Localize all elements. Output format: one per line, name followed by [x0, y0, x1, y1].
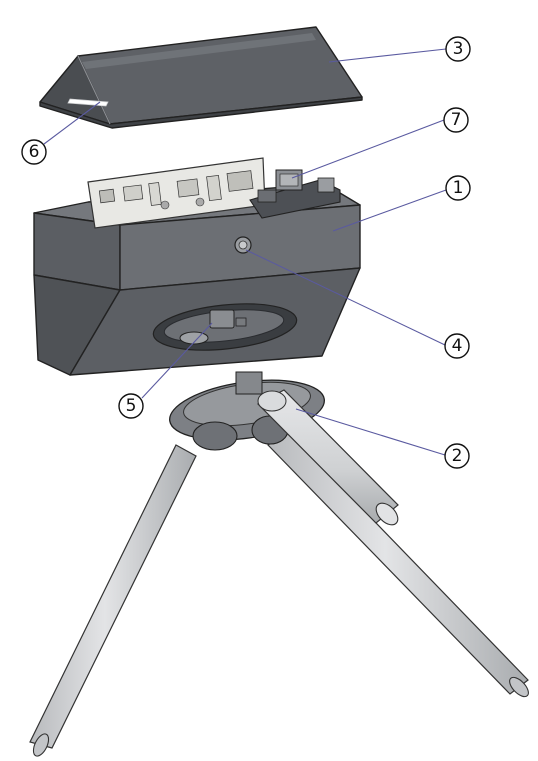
callout-3-label: 3 — [453, 39, 464, 59]
leader-4 — [245, 249, 446, 346]
leader-5 — [141, 322, 213, 399]
actuator-module — [249, 169, 341, 219]
top-cover — [39, 26, 363, 129]
leader-6 — [43, 101, 101, 145]
callout-4-label: 4 — [452, 336, 463, 356]
leader-7 — [291, 119, 445, 179]
leader-1 — [332, 189, 447, 232]
callout-2-label: 2 — [452, 446, 463, 466]
callout-1: 1 — [445, 175, 471, 201]
leader-3 — [328, 48, 447, 63]
callout-7: 7 — [443, 107, 469, 133]
callout-6-label: 6 — [29, 142, 40, 162]
leader-lines — [43, 48, 447, 456]
callout-7-label: 7 — [451, 110, 462, 130]
callout-3: 3 — [445, 36, 471, 62]
callout-5: 5 — [118, 393, 144, 419]
leader-2 — [295, 408, 446, 456]
callout-2: 2 — [444, 443, 470, 469]
key-lock — [234, 236, 252, 254]
callout-6: 6 — [21, 139, 47, 165]
callout-4: 4 — [444, 333, 470, 359]
callout-1-label: 1 — [453, 178, 464, 198]
cover-window — [67, 98, 109, 107]
callout-5-label: 5 — [126, 396, 137, 416]
tripod-arms — [29, 371, 529, 757]
